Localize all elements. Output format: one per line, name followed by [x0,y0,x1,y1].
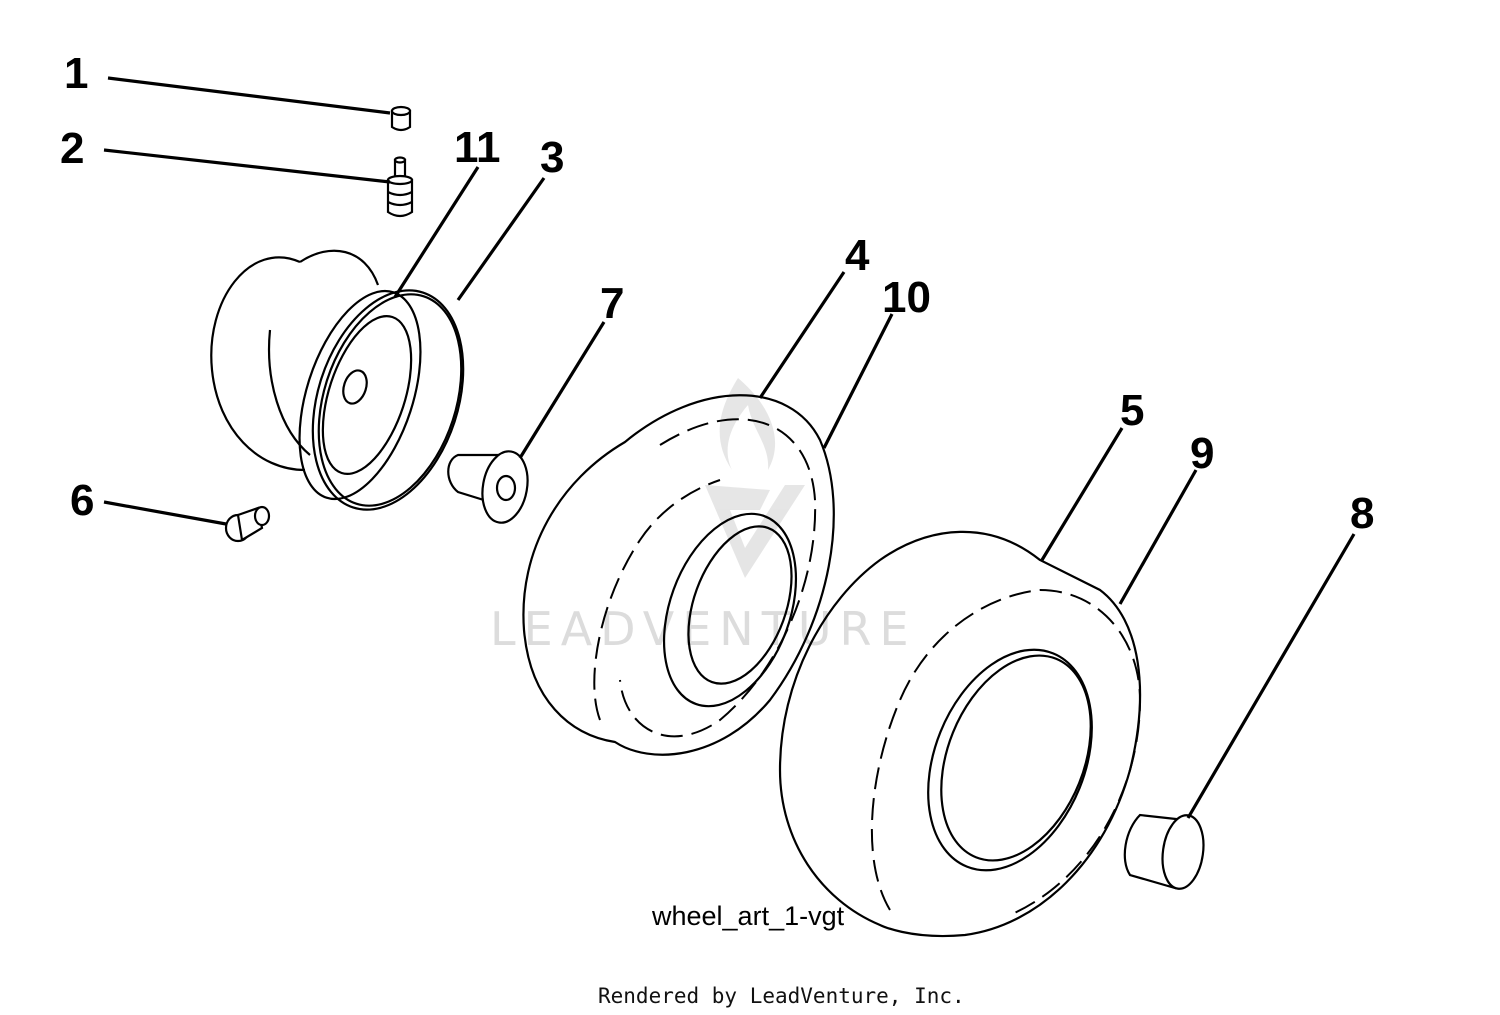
leader-11 [393,166,480,298]
leader-6 [103,500,227,526]
part-1-valve-cap [390,105,412,132]
leader-5 [1040,427,1124,561]
part-7-bushing [447,450,529,524]
callout-11: 11 [454,123,501,172]
leader-8 [1186,533,1356,819]
art-id-label: wheel_art_1-vgt [651,901,845,931]
part-6-grease-fitting [224,505,271,543]
callout-2: 2 [60,124,84,173]
part-4-tire [522,394,835,756]
part-8-hub-cap [1123,813,1205,890]
callout-7: 7 [600,279,624,328]
callout-10: 10 [882,273,931,322]
watermark-logo-icon [705,378,805,578]
callout-6: 6 [70,476,94,525]
leader-7 [518,321,606,459]
leader-2 [103,148,391,184]
watermark: LEADVENTURE [490,378,917,656]
callout-1: 1 [64,49,88,98]
credit-footer: Rendered by LeadVenture, Inc. [598,984,965,1008]
leader-3 [456,177,546,301]
watermark-text: LEADVENTURE [490,602,917,656]
callout-8: 8 [1350,489,1374,538]
leader-lines [103,76,1356,819]
leader-10 [822,313,894,449]
callout-labels: 1 2 11 3 7 4 10 5 9 8 6 [60,49,1374,538]
leader-9 [1118,469,1198,605]
callout-4: 4 [845,231,870,280]
part-5-tire [778,530,1142,938]
leader-1 [107,76,391,115]
part-3-seal-ring [311,289,465,511]
callout-9: 9 [1190,429,1214,478]
callout-3: 3 [540,133,564,182]
leader-4 [758,271,846,399]
part-2-valve-stem [386,156,414,218]
callout-5: 5 [1120,386,1144,435]
